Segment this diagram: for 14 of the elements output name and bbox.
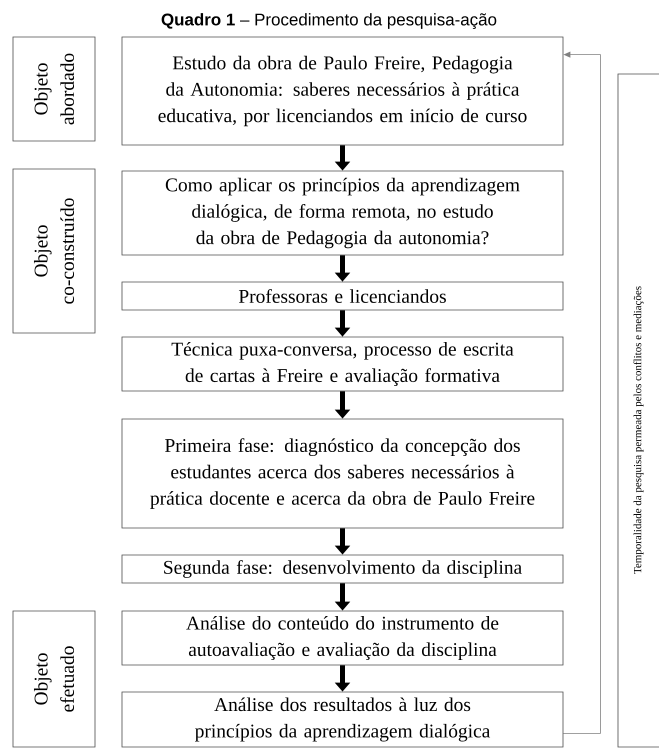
feedback-arrow: [563, 52, 601, 734]
phase-box: Objeto efetuado: [12, 610, 96, 748]
process-box: Professoras e licenciandos: [122, 282, 564, 310]
process-box: Como aplicar os princípios da aprendizagem dialógica, de forma remota, no estudo da obra de Pedagogia da autonomia?: [122, 170, 564, 256]
phase-box: Objeto abordado: [12, 36, 96, 142]
title: Quadro 1 – Procedimento da pesquisa-ação: [162, 13, 496, 29]
process-box: Estudo da obra de Paulo Freire, Pedagogia da Autonomia: saberes necessários à prática educativa, por licenciandos em início de curso: [122, 36, 564, 146]
process-box: Primeira fase: diagnóstico da concepção dos estudantes acerca dos saberes necessários à prática docente e acerca da obra de Paulo Freire: [122, 418, 564, 528]
process-box: Segunda fase: desenvolvimento da disciplina: [122, 554, 564, 584]
process-box: Análise dos resultados à luz dos princípios da aprendizagem dialógica: [122, 692, 564, 748]
phase-box: Objeto co-construído: [12, 168, 96, 334]
process-box: Técnica puxa-conversa, processo de escrita de cartas à Freire e avaliação formativa: [122, 336, 564, 392]
timeline-box: Temporalidade da pesquisa permeada pelos conflitos e mediações: [618, 74, 659, 748]
process-box: Análise do conteúdo do instrumento de autoavaliação e avaliação da disciplina: [122, 610, 564, 666]
